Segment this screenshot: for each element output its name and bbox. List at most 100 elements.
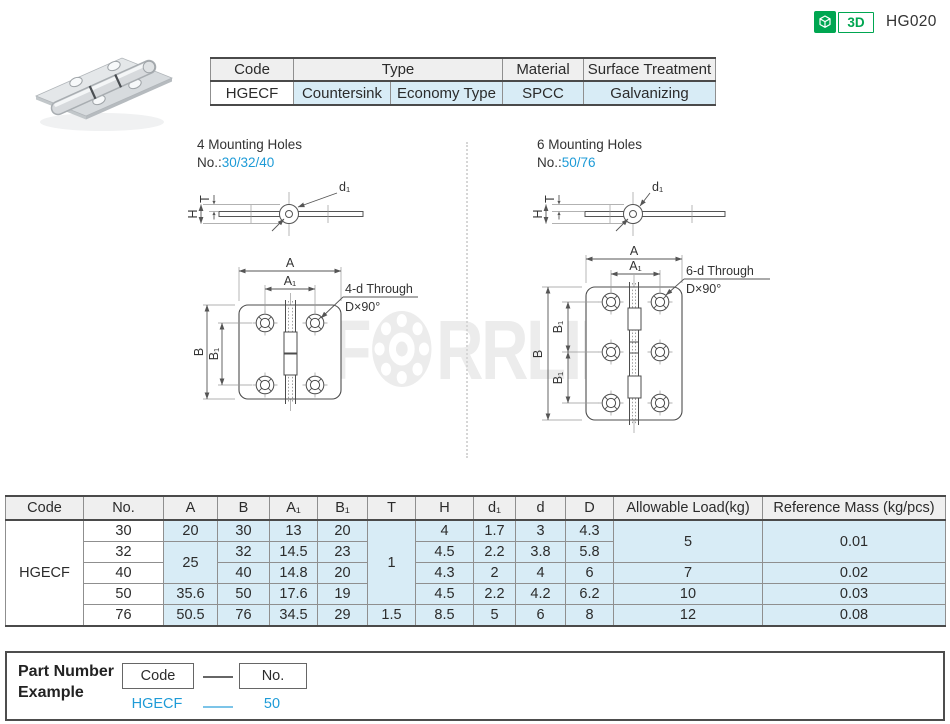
spec-cell: 32 [217, 541, 270, 563]
spec-no-cell[interactable]: 32 [83, 541, 164, 563]
product-photo [34, 57, 174, 131]
spec-header-B: B [217, 495, 270, 521]
spec-no-cell[interactable]: 76 [83, 604, 164, 627]
no-values: 50/76 [561, 155, 596, 171]
spec-cell: 12 [613, 604, 763, 627]
svg-text:H: H [531, 209, 545, 218]
model-code: HG020 [886, 13, 937, 30]
part-number-example-box: Part Number Example Code No. HGECF 50 [5, 651, 945, 721]
spec-cell: 0.03 [762, 583, 946, 605]
spec-header-mass: Reference Mass (kg/pcs) [762, 495, 946, 521]
spec-cell: 34.5 [269, 604, 318, 627]
svg-text:A: A [630, 246, 639, 258]
svg-text:4-d Through: 4-d Through [345, 282, 413, 296]
info-data-row: HGECF Countersink Economy Type SPCC Galv… [210, 80, 716, 106]
svg-text:B: B [531, 350, 545, 358]
spec-header-T: T [367, 495, 416, 521]
part-number-title-line2: Example [18, 683, 84, 701]
spec-cell: 5 [613, 519, 763, 563]
side-view-4hole: H T d₁ [187, 180, 364, 236]
spec-cell: 35.6 [163, 583, 218, 605]
spec-cell: 4.3 [415, 562, 474, 584]
spec-cell: 50.5 [163, 604, 218, 627]
spec-table: Code No. A B A₁ B₁ T H d₁ d D Allowable … [5, 495, 946, 627]
spec-cell: 1.5 [367, 604, 416, 627]
spec-no-cell[interactable]: 50 [83, 583, 164, 605]
spec-header-d1: d₁ [473, 495, 516, 521]
spec-cell: 50 [217, 583, 270, 605]
diagram-right-title: 6 Mounting Holes No.:50/76 [537, 136, 642, 172]
spec-header-D: D [565, 495, 614, 521]
spec-no-cell[interactable]: 40 [83, 562, 164, 584]
front-view-6hole: A A₁ B B₁ B₁ 6-d Through D×90° [531, 246, 770, 433]
cube-icon [819, 15, 831, 28]
spec-cell: 1.7 [473, 519, 516, 542]
info-cell-material: SPCC [502, 80, 584, 106]
spec-header-A: A [163, 495, 218, 521]
svg-text:H: H [187, 209, 200, 218]
spec-cell: 6 [565, 562, 614, 584]
spec-no-cell[interactable]: 30 [83, 519, 164, 542]
spec-cell: 5 [473, 604, 516, 627]
spec-cell: 5.8 [565, 541, 614, 563]
part-number-example-title: Part Number Example [18, 662, 114, 704]
spec-cell: 76 [217, 604, 270, 627]
svg-text:B₁: B₁ [207, 348, 221, 361]
spec-header-no: No. [83, 495, 164, 521]
spec-cell: 10 [613, 583, 763, 605]
svg-text:B: B [192, 348, 206, 356]
badge-3d-label[interactable]: 3D [838, 11, 874, 33]
spec-cell: 40 [217, 562, 270, 584]
separator-dash [203, 676, 233, 678]
spec-cell: 19 [317, 583, 368, 605]
spec-header-d: d [515, 495, 566, 521]
separator-dash-blue [203, 706, 233, 708]
spec-cell: 14.5 [269, 541, 318, 563]
spec-cell: 23 [317, 541, 368, 563]
spec-cell: 4.5 [415, 583, 474, 605]
spec-cell: 6 [515, 604, 566, 627]
spec-cell: 2.2 [473, 583, 516, 605]
spec-cell: 8 [565, 604, 614, 627]
cube-3d-badge[interactable] [814, 11, 836, 33]
spec-code-cell: HGECF [5, 519, 84, 627]
spec-cell: 2 [473, 562, 516, 584]
no-values: 30/32/40 [221, 155, 275, 171]
svg-text:T: T [543, 195, 557, 203]
spec-header-A1: A₁ [269, 495, 318, 521]
info-cell-type1: Countersink [293, 80, 391, 106]
example-no: 50 [263, 696, 281, 712]
svg-text:D×90°: D×90° [686, 282, 721, 296]
info-header-type: Type [293, 57, 503, 82]
info-header-row: Code Type Material Surface Treatment [210, 57, 716, 82]
spec-cell: 4 [515, 562, 566, 584]
mounting-holes-6-numbers: No.:50/76 [537, 154, 642, 172]
table-row: 76 50.5 76 34.5 29 1.5 8.5 5 6 8 12 0.08 [6, 604, 946, 627]
spec-header-row: Code No. A B A₁ B₁ T H d₁ d D Allowable … [5, 495, 946, 521]
no-prefix: No.: [537, 155, 562, 171]
svg-text:B₁: B₁ [551, 321, 565, 334]
spec-cell: 2.2 [473, 541, 516, 563]
spec-cell: 20 [163, 519, 218, 542]
spec-cell: 0.02 [762, 562, 946, 584]
svg-text:6-d Through: 6-d Through [686, 264, 754, 278]
part-number-title-line1: Part Number [18, 663, 115, 680]
info-cell-surface: Galvanizing [583, 80, 716, 106]
spec-cell: 4.3 [565, 519, 614, 542]
info-cell-type2: Economy Type [390, 80, 503, 106]
table-row: 40 40 14.8 20 4.3 2 4 6 7 0.02 [6, 562, 946, 584]
spec-header-load: Allowable Load(kg) [613, 495, 763, 521]
spec-cell: 0.08 [762, 604, 946, 627]
no-box: No. [239, 663, 307, 689]
spec-cell: 30 [217, 519, 270, 542]
info-cell-code: HGECF [210, 80, 294, 106]
svg-text:d₁: d₁ [652, 180, 663, 194]
spec-cell: 17.6 [269, 583, 318, 605]
front-view-4hole: A A₁ B B₁ 4-d Through D×90° [192, 256, 418, 411]
spec-header-H: H [415, 495, 474, 521]
svg-text:A₁: A₁ [284, 274, 297, 288]
svg-text:d₁: d₁ [339, 180, 350, 194]
spec-cell: 7 [613, 562, 763, 584]
spec-header-B1: B₁ [317, 495, 368, 521]
